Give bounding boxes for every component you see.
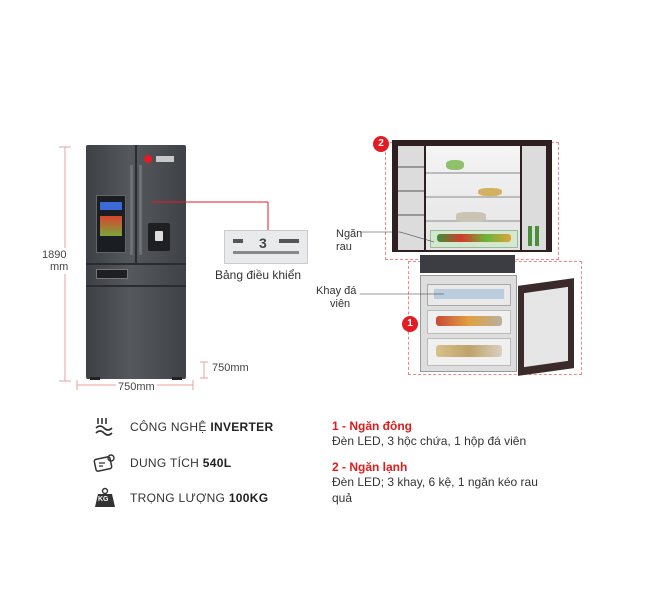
spec-weight: KG TRỌNG LƯỢNG 100KG	[92, 487, 268, 509]
height-label: 1890 mm	[42, 248, 69, 274]
right-door-handle	[139, 165, 142, 255]
ice-tray	[427, 284, 511, 306]
food-item	[446, 160, 464, 170]
legend-freezer: 1 - Ngăn đông Đèn LED, 3 hộc chứa, 1 hộp…	[332, 419, 562, 449]
spec-weight-label: TRỌNG LƯỢNG 100KG	[130, 491, 269, 505]
ice-tray-callout-line2: viên	[330, 298, 351, 310]
bottle	[528, 226, 532, 246]
freezer-drawer	[427, 338, 511, 366]
panel-icon	[233, 239, 243, 243]
ice-tray-callout-line1: Khay đá	[316, 285, 357, 297]
legend-fridge-title: 2 - Ngăn lạnh	[332, 460, 408, 474]
fridge-interior	[426, 146, 520, 250]
weight-kg-icon: KG	[92, 487, 118, 509]
height-value: 1890	[42, 249, 67, 261]
fridge-front-body	[86, 145, 186, 380]
left-door-handle	[130, 165, 133, 255]
right-door-shelves	[522, 146, 546, 250]
legend-freezer-title: 1 - Ngăn đông	[332, 419, 412, 433]
door-divider	[86, 263, 186, 265]
water-dispenser	[148, 223, 170, 251]
veg-drawer-callout-line1: Ngăn	[336, 228, 363, 240]
drawer-display	[96, 269, 128, 279]
freezer-top-panel	[420, 255, 515, 273]
vegetable-drawer	[430, 230, 518, 248]
depth-dimension-line	[200, 361, 208, 379]
freezer-compartment	[420, 275, 517, 372]
drawer-divider	[86, 285, 186, 287]
ice-tray-callout: Khay đá viên	[316, 285, 356, 311]
height-unit: mm	[50, 261, 69, 273]
panel-icon	[279, 239, 299, 243]
control-panel-closeup: 3	[224, 230, 308, 264]
control-panel-label: Bảng điều khiển	[215, 268, 302, 282]
width-label: 750mm	[116, 381, 157, 393]
veg-drawer-callout: Ngăn rau	[336, 228, 362, 254]
legend-fridge-desc: Đèn LED; 3 khay, 6 kệ, 1 ngăn kéo rau qu…	[332, 475, 538, 505]
brand-badge-icon	[156, 156, 174, 162]
capacity-icon	[93, 454, 115, 472]
freezer-door-open	[518, 278, 574, 376]
spec-inverter: CÔNG NGHỆ INVERTER	[92, 416, 273, 438]
freezer-badge: 1	[402, 316, 418, 332]
depth-label: 750mm	[212, 362, 249, 374]
legend-fridge: 2 - Ngăn lạnh Đèn LED; 3 khay, 6 kệ, 1 n…	[332, 460, 547, 506]
spec-inverter-label: CÔNG NGHỆ INVERTER	[130, 420, 274, 434]
foot	[172, 377, 182, 380]
fridge-badge: 2	[373, 136, 389, 152]
touch-screen	[96, 195, 126, 253]
foot	[90, 377, 100, 380]
ice-tray-pointer	[360, 293, 444, 295]
freezer-drawer	[427, 310, 511, 334]
legend-freezer-desc: Đèn LED, 3 hộc chứa, 1 hộp đá viên	[332, 434, 527, 448]
control-panel-pointer	[152, 201, 269, 230]
fridge-compartment	[392, 140, 552, 252]
panel-digit: 3	[259, 235, 267, 251]
food-item	[456, 212, 486, 222]
spec-capacity: DUNG TÍCH 540L	[92, 452, 231, 474]
panel-buttons	[233, 251, 299, 254]
veg-drawer-callout-line2: rau	[336, 241, 352, 253]
veg-drawer-pointer	[360, 231, 435, 243]
door-split	[135, 145, 137, 263]
bottle	[535, 226, 539, 246]
food-item	[478, 188, 502, 196]
inverter-icon	[95, 418, 113, 436]
brand-logo-icon	[144, 155, 152, 163]
spec-capacity-label: DUNG TÍCH 540L	[130, 456, 232, 470]
